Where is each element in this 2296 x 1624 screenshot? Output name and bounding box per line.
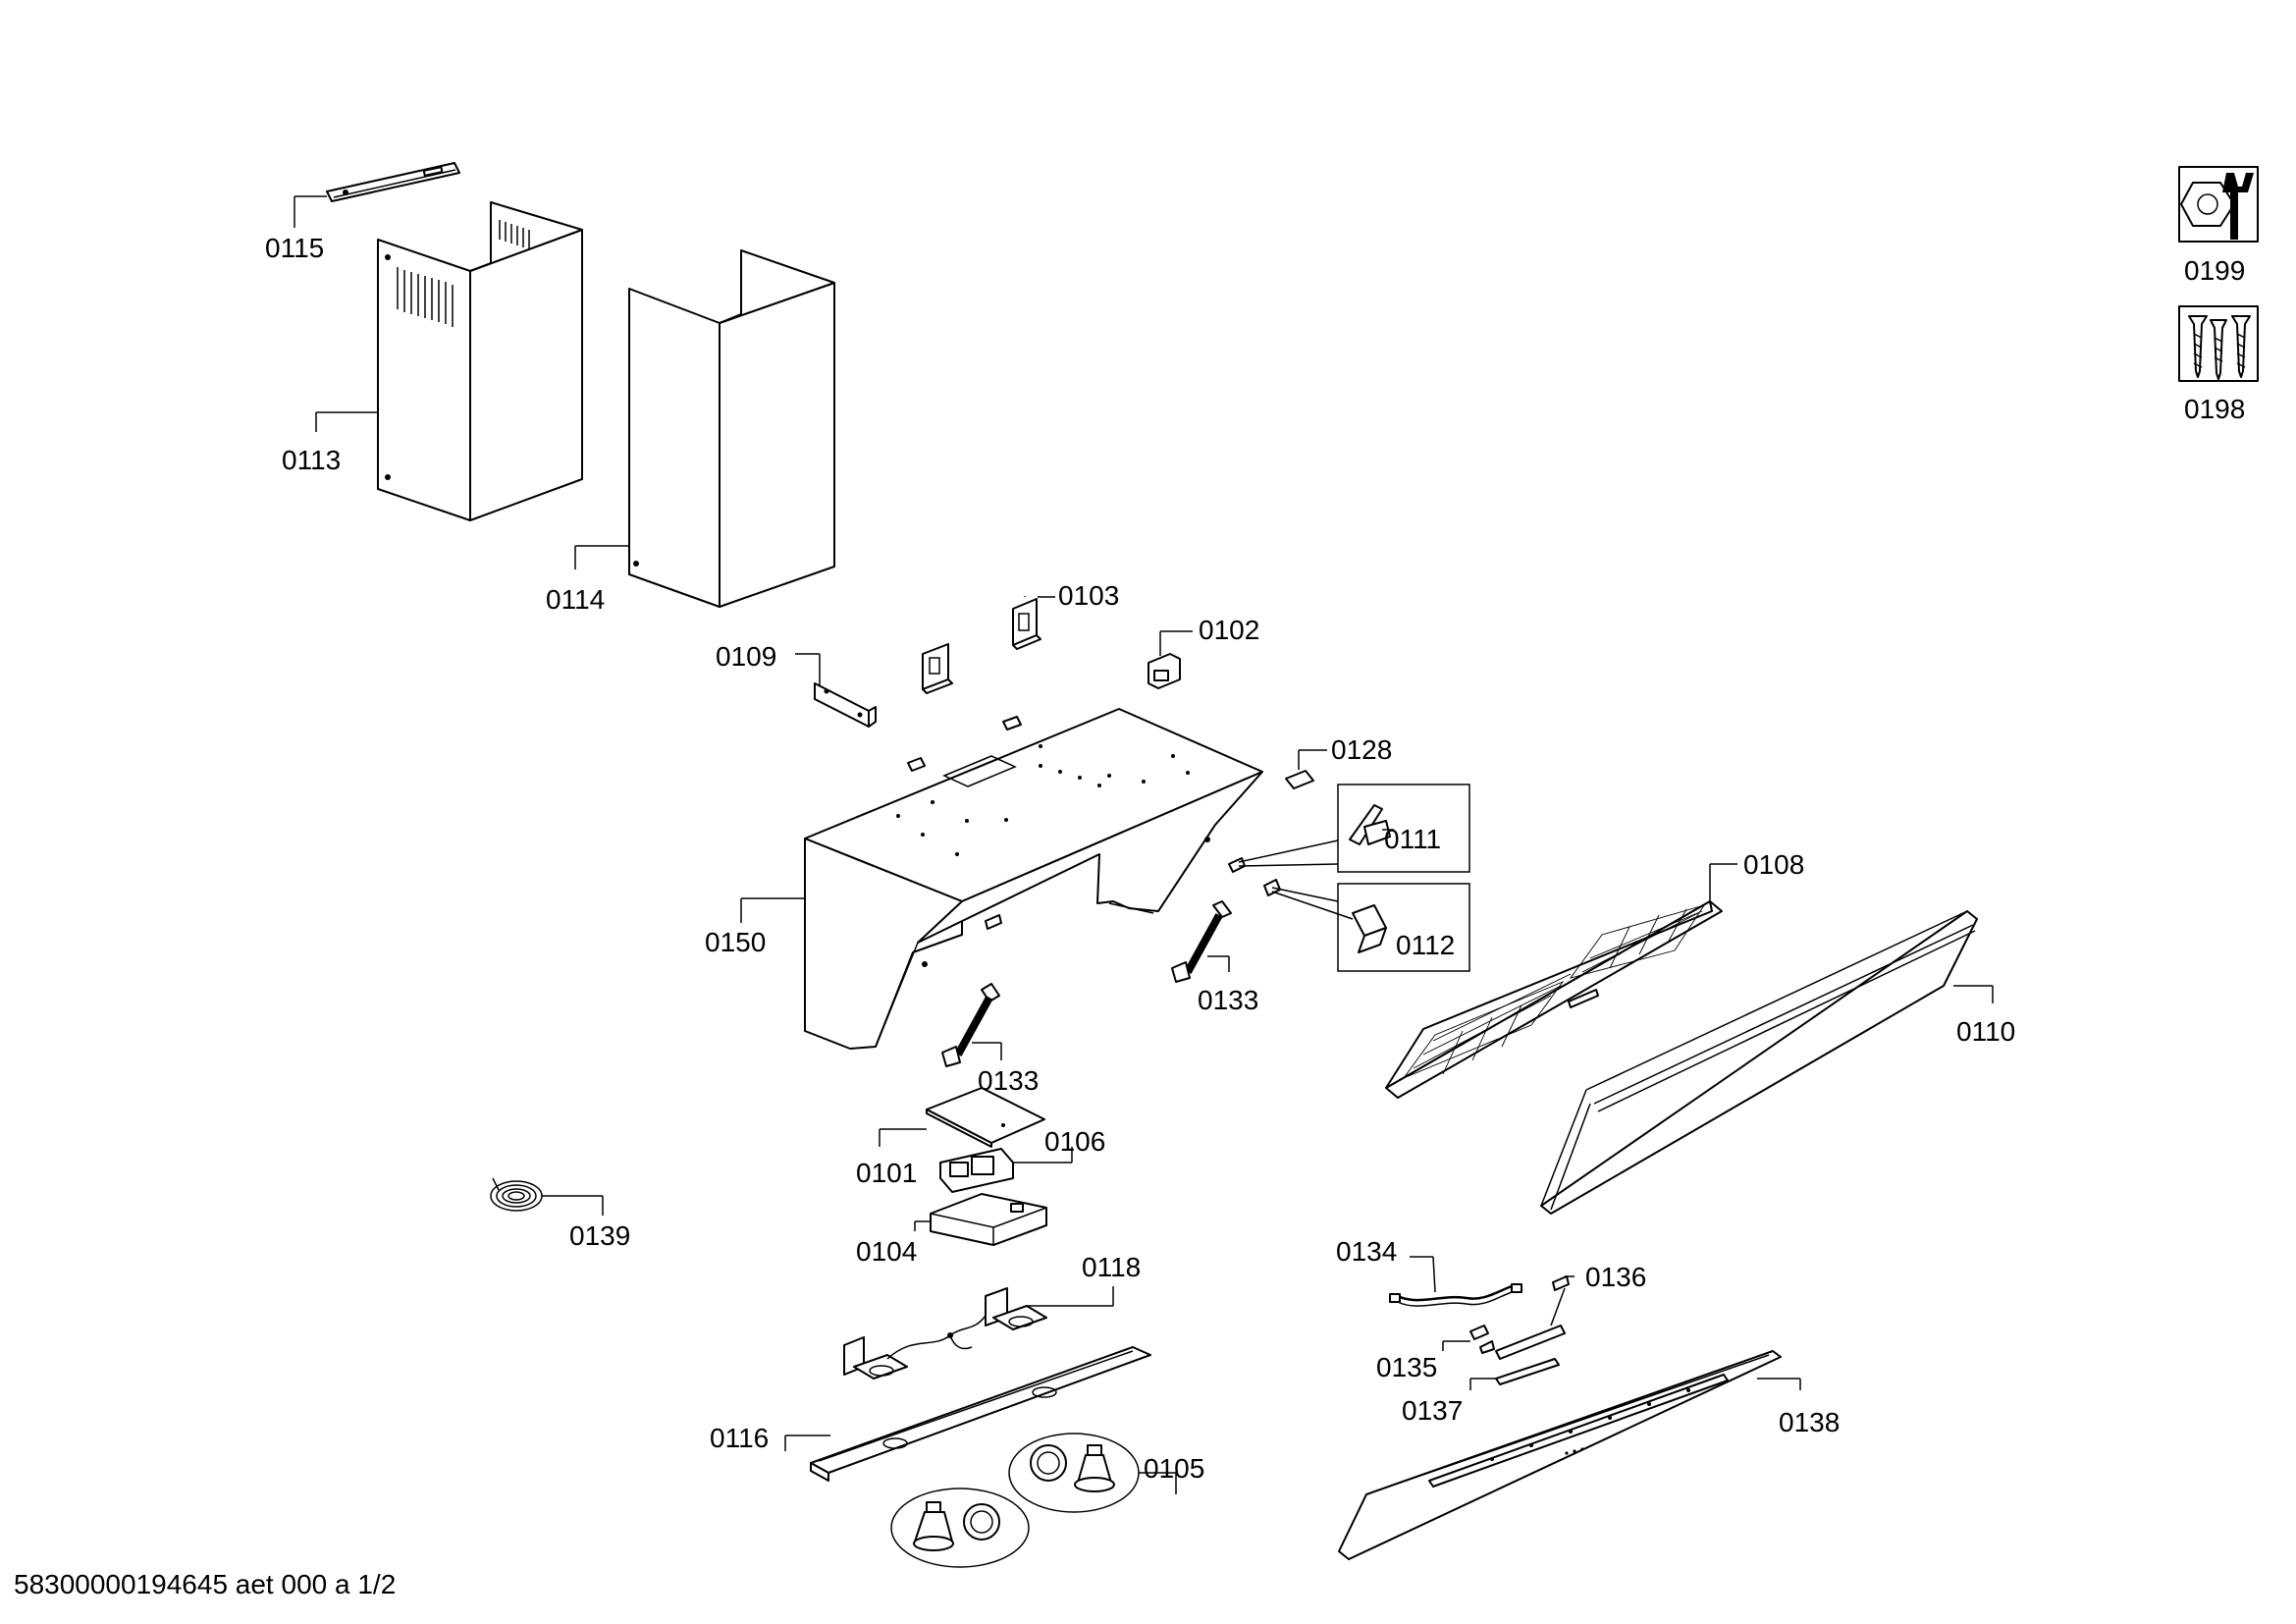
label-0102: 0102 xyxy=(1199,615,1259,645)
label-0116: 0116 xyxy=(710,1423,769,1453)
document-footer: 58300000194645 aet 000 a 1/2 xyxy=(14,1569,397,1599)
label-0135: 0135 xyxy=(1376,1352,1437,1382)
part-0110-glass-panel[interactable]: 0110 xyxy=(1540,910,2015,1215)
label-0114: 0114 xyxy=(546,584,605,615)
label-0109: 0109 xyxy=(716,641,776,672)
part-bracket-clip-left[interactable] xyxy=(922,643,953,694)
part-0102-switch-block[interactable]: 0102 xyxy=(1148,615,1259,689)
part-0108-grease-filter[interactable]: 0108 xyxy=(1385,849,1804,1099)
part-0113-upper-chimney[interactable]: 0113 xyxy=(282,201,583,521)
label-0113: 0113 xyxy=(282,445,341,475)
label-0139: 0139 xyxy=(569,1220,630,1251)
part-0134-cable[interactable]: 0134 xyxy=(1336,1236,1522,1307)
service-kit-0199[interactable]: 0199 xyxy=(2178,166,2259,286)
part-0112-hinge[interactable]: 0112 xyxy=(1263,879,1470,972)
lamp-icon xyxy=(913,1444,1115,1551)
part-0118-lamp-holders[interactable]: 0118 xyxy=(843,1252,1141,1380)
label-0133a: 0133 xyxy=(1198,985,1258,1015)
label-0128: 0128 xyxy=(1331,734,1392,765)
label-0115: 0115 xyxy=(265,233,324,263)
label-0104: 0104 xyxy=(856,1236,917,1267)
part-0104-electronics-box[interactable]: 0104 xyxy=(856,1193,1047,1267)
label-0137: 0137 xyxy=(1402,1395,1463,1426)
part-0137-touch-strip[interactable]: 0137 xyxy=(1402,1358,1560,1426)
wrench-nut-icon xyxy=(2180,173,2254,240)
part-0109-plate[interactable]: 0109 xyxy=(716,641,877,728)
label-0110: 0110 xyxy=(1956,1016,2015,1047)
label-0105: 0105 xyxy=(1144,1453,1204,1484)
label-0101: 0101 xyxy=(856,1158,917,1188)
part-top-clip-small[interactable] xyxy=(907,716,1022,772)
label-0199: 0199 xyxy=(2184,255,2245,286)
label-0112: 0112 xyxy=(1396,930,1455,960)
part-0128-clip[interactable]: 0128 xyxy=(1285,734,1392,789)
part-0133-strut-left[interactable]: 0133 xyxy=(941,983,1039,1096)
label-0106: 0106 xyxy=(1044,1126,1105,1157)
part-0136-control-board[interactable]: 0136 xyxy=(1495,1262,1646,1360)
label-0198: 0198 xyxy=(2184,394,2245,424)
part-0111-hinge[interactable]: 0111 xyxy=(1228,784,1470,873)
part-0116-lamp-panel[interactable]: 0116 xyxy=(710,1346,1151,1482)
screw-kit-0198[interactable]: 0198 xyxy=(2178,305,2259,424)
label-0118: 0118 xyxy=(1082,1252,1141,1282)
part-0150-main-housing[interactable]: 0150 xyxy=(705,708,1263,1050)
part-0101-cover-plate[interactable]: 0101 xyxy=(856,1087,1045,1188)
part-0139-cable-coil[interactable]: 0139 xyxy=(490,1177,630,1251)
part-0135-connector[interactable]: 0135 xyxy=(1376,1325,1495,1382)
label-0138: 0138 xyxy=(1779,1407,1840,1437)
label-0103: 0103 xyxy=(1058,580,1119,611)
part-0138-front-glass[interactable]: 0138 xyxy=(1338,1350,1840,1560)
label-0150: 0150 xyxy=(705,927,766,957)
part-0106-control-module[interactable]: 0106 xyxy=(939,1126,1105,1193)
part-0114-lower-chimney[interactable]: 0114 xyxy=(546,249,835,615)
label-0111: 0111 xyxy=(1384,824,1441,854)
part-0103-bracket-clip[interactable]: 0103 xyxy=(1012,580,1119,650)
screws-icon xyxy=(2188,315,2251,380)
label-0136: 0136 xyxy=(1585,1262,1646,1292)
part-0115-wall-bracket[interactable]: 0115 xyxy=(265,162,460,263)
label-0134: 0134 xyxy=(1336,1236,1397,1267)
part-0105-lamps[interactable]: 0105 xyxy=(890,1433,1204,1568)
label-0108: 0108 xyxy=(1743,849,1804,880)
part-0133-strut-right[interactable]: 0133 xyxy=(1171,900,1258,1015)
